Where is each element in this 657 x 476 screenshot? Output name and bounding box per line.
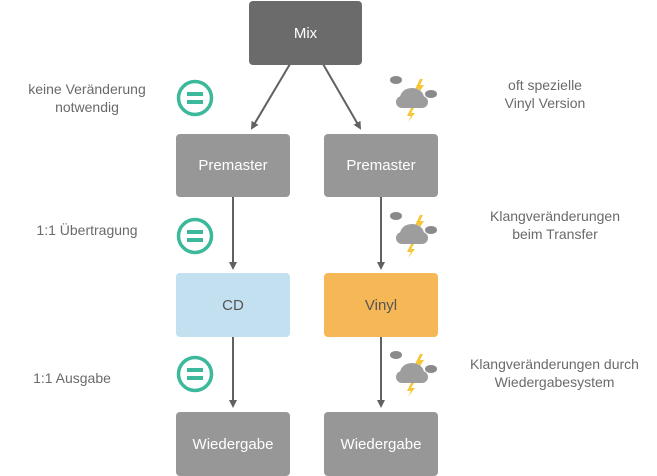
note-line: 1:1 Ausgabe bbox=[33, 370, 111, 386]
note-1to1-transfer: 1:1 Übertragung bbox=[2, 221, 172, 239]
note-line: notwendig bbox=[55, 99, 119, 115]
arrow-mix-to-premaster-right bbox=[322, 63, 362, 130]
thunderstorm-icon bbox=[390, 76, 437, 122]
node-playback-left-label: Wiedergabe bbox=[192, 435, 274, 453]
node-premaster-right: Premaster bbox=[324, 134, 438, 197]
node-mix: Mix bbox=[249, 1, 362, 65]
equals-icon bbox=[176, 355, 214, 393]
thunderstorm-icon bbox=[390, 212, 437, 258]
arrow-mix-to-premaster-left bbox=[250, 63, 291, 130]
note-line: oft spezielle bbox=[508, 77, 582, 93]
thunderstorm-icon bbox=[390, 351, 437, 397]
node-vinyl-label: Vinyl bbox=[364, 296, 398, 314]
note-1to1-output: 1:1 Ausgabe bbox=[2, 369, 142, 387]
node-premaster-right-label: Premaster bbox=[346, 157, 416, 174]
note-playback-changes: Klangveränderungen durch Wiedergabesyste… bbox=[452, 355, 657, 391]
node-playback-right-label: Wiedergabe bbox=[340, 435, 422, 453]
note-no-change: keine Veränderung notwendig bbox=[2, 80, 172, 116]
note-line: Klangveränderungen durch bbox=[470, 356, 639, 372]
equals-icon bbox=[176, 79, 214, 117]
equals-icon bbox=[176, 217, 214, 255]
note-line: 1:1 Übertragung bbox=[36, 222, 138, 238]
note-line: Vinyl Version bbox=[504, 95, 586, 111]
node-cd: CD bbox=[176, 273, 290, 337]
note-transfer-changes: Klangveränderungen beim Transfer bbox=[470, 207, 640, 243]
node-mix-label: Mix bbox=[293, 24, 318, 42]
note-line: Wiedergabesystem bbox=[494, 374, 615, 390]
node-premaster-left-label: Premaster bbox=[198, 157, 268, 174]
node-playback-left: Wiedergabe bbox=[176, 412, 290, 476]
node-cd-label: CD bbox=[222, 296, 244, 314]
note-line: Klangveränderungen bbox=[490, 208, 620, 224]
note-vinyl-version: oft spezielle Vinyl Version bbox=[475, 76, 615, 112]
node-premaster-left: Premaster bbox=[176, 134, 290, 197]
note-line: beim Transfer bbox=[512, 226, 598, 242]
note-line: keine Veränderung bbox=[28, 81, 146, 97]
node-playback-right: Wiedergabe bbox=[324, 412, 438, 476]
node-vinyl: Vinyl bbox=[324, 273, 438, 337]
